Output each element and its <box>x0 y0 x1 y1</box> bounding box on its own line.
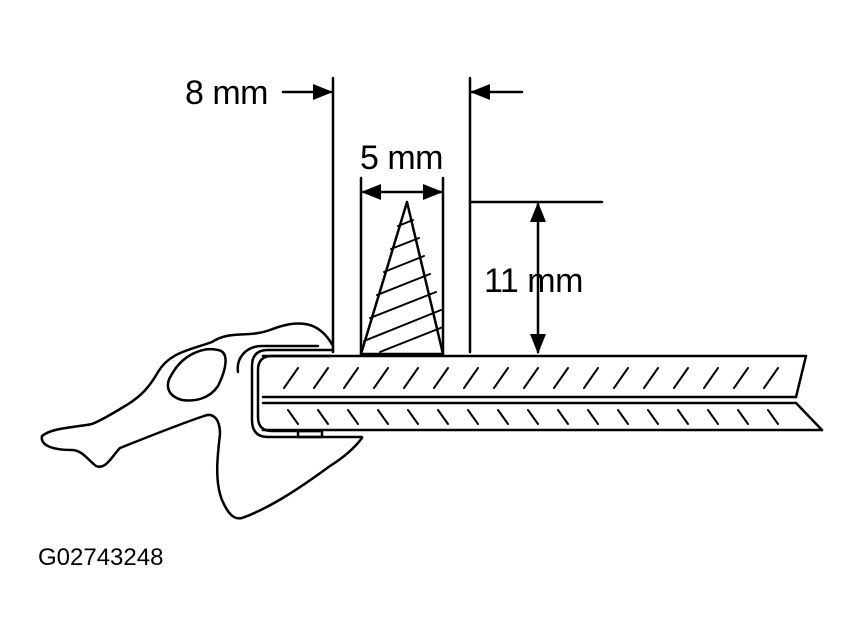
edge-channel-inner <box>256 354 332 433</box>
panel-right-edge-upper <box>794 354 808 399</box>
panel-right-edge-lower <box>794 401 824 432</box>
molding-profile <box>40 322 364 520</box>
molding-cavity <box>166 347 227 402</box>
edge-channel <box>250 348 364 439</box>
bead-width-label: 5 mm <box>360 139 444 177</box>
molding-lip <box>236 344 320 374</box>
gap-width-label: 8 mm <box>185 74 269 112</box>
bead-height-label: 11 mm <box>484 262 583 300</box>
sealant-bead <box>359 200 445 356</box>
sealant-bead-hatching <box>363 219 444 353</box>
panel-upper-hatching <box>283 367 779 389</box>
panel-lower-hatching <box>287 409 779 425</box>
figure-code: G02743248 <box>38 544 164 571</box>
molding-small-tab <box>296 429 324 439</box>
